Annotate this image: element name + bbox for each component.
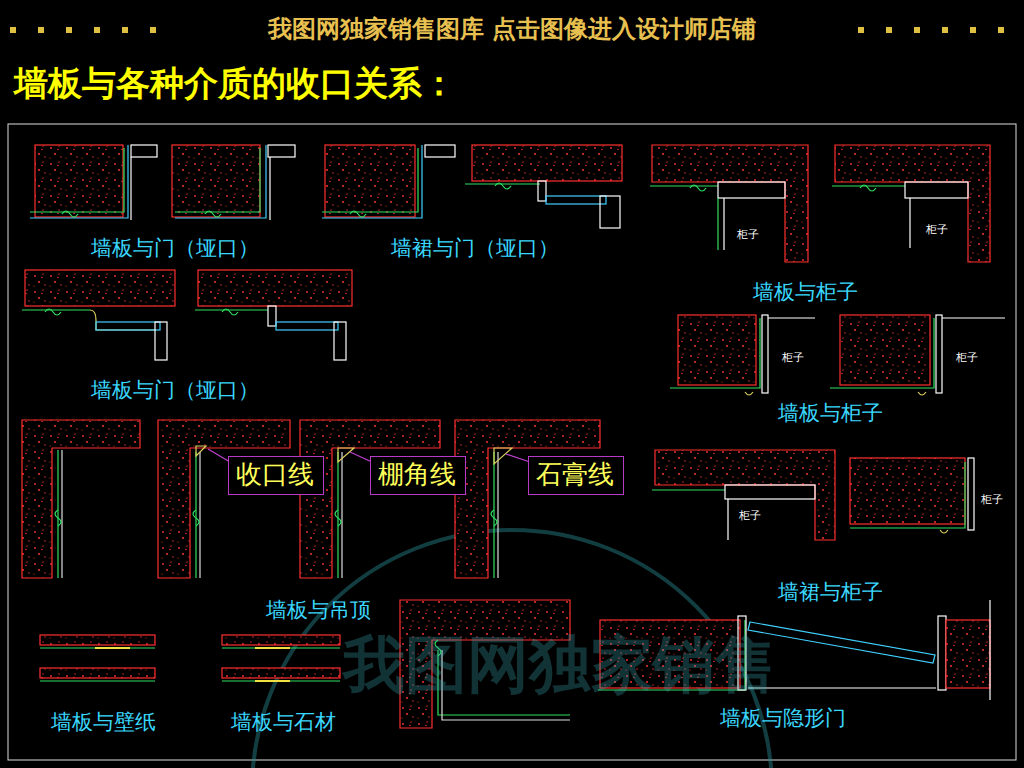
detail-label: 墙板与隐形门 <box>720 706 846 730</box>
cad-details <box>22 145 1005 728</box>
cabinet-tag: 柜子 <box>981 494 1003 507</box>
detail-label: 墙板与吊顶 <box>266 598 371 622</box>
watermark: 我图网独家销售 <box>343 629 777 700</box>
callout-box: 石膏线 <box>528 456 624 495</box>
cabinet-tag: 柜子 <box>782 352 804 365</box>
detail-label: 墙板与门（垭口） <box>91 378 259 402</box>
cabinet-tag: 柜子 <box>956 352 978 365</box>
detail-label: 墙裙与门（垭口） <box>391 236 559 260</box>
detail-label: 墙板与壁纸 <box>51 710 156 734</box>
cabinet-tag: 柜子 <box>926 224 948 237</box>
detail-label: 墙裙与柜子 <box>778 580 883 604</box>
callout-text: 棚角线 <box>378 459 456 489</box>
callout-box: 收口线 <box>228 456 324 495</box>
sheet-title: 墙板与各种介质的收口关系： <box>14 64 456 103</box>
detail-label: 墙板与石材 <box>231 710 336 734</box>
cabinet-tag: 柜子 <box>737 229 759 242</box>
cabinet-tag: 柜子 <box>739 510 761 523</box>
callout-box: 棚角线 <box>370 456 466 495</box>
sheet-frame <box>8 124 1016 760</box>
header-banner: 我图网独家销售图库 点击图像进入设计师店铺 <box>268 16 756 44</box>
callout-text: 石膏线 <box>536 459 614 489</box>
detail-label: 墙板与柜子 <box>753 280 858 304</box>
detail-label: 墙板与门（垭口） <box>91 236 259 260</box>
detail-label: 墙板与柜子 <box>778 401 883 425</box>
callout-text: 收口线 <box>236 459 314 489</box>
